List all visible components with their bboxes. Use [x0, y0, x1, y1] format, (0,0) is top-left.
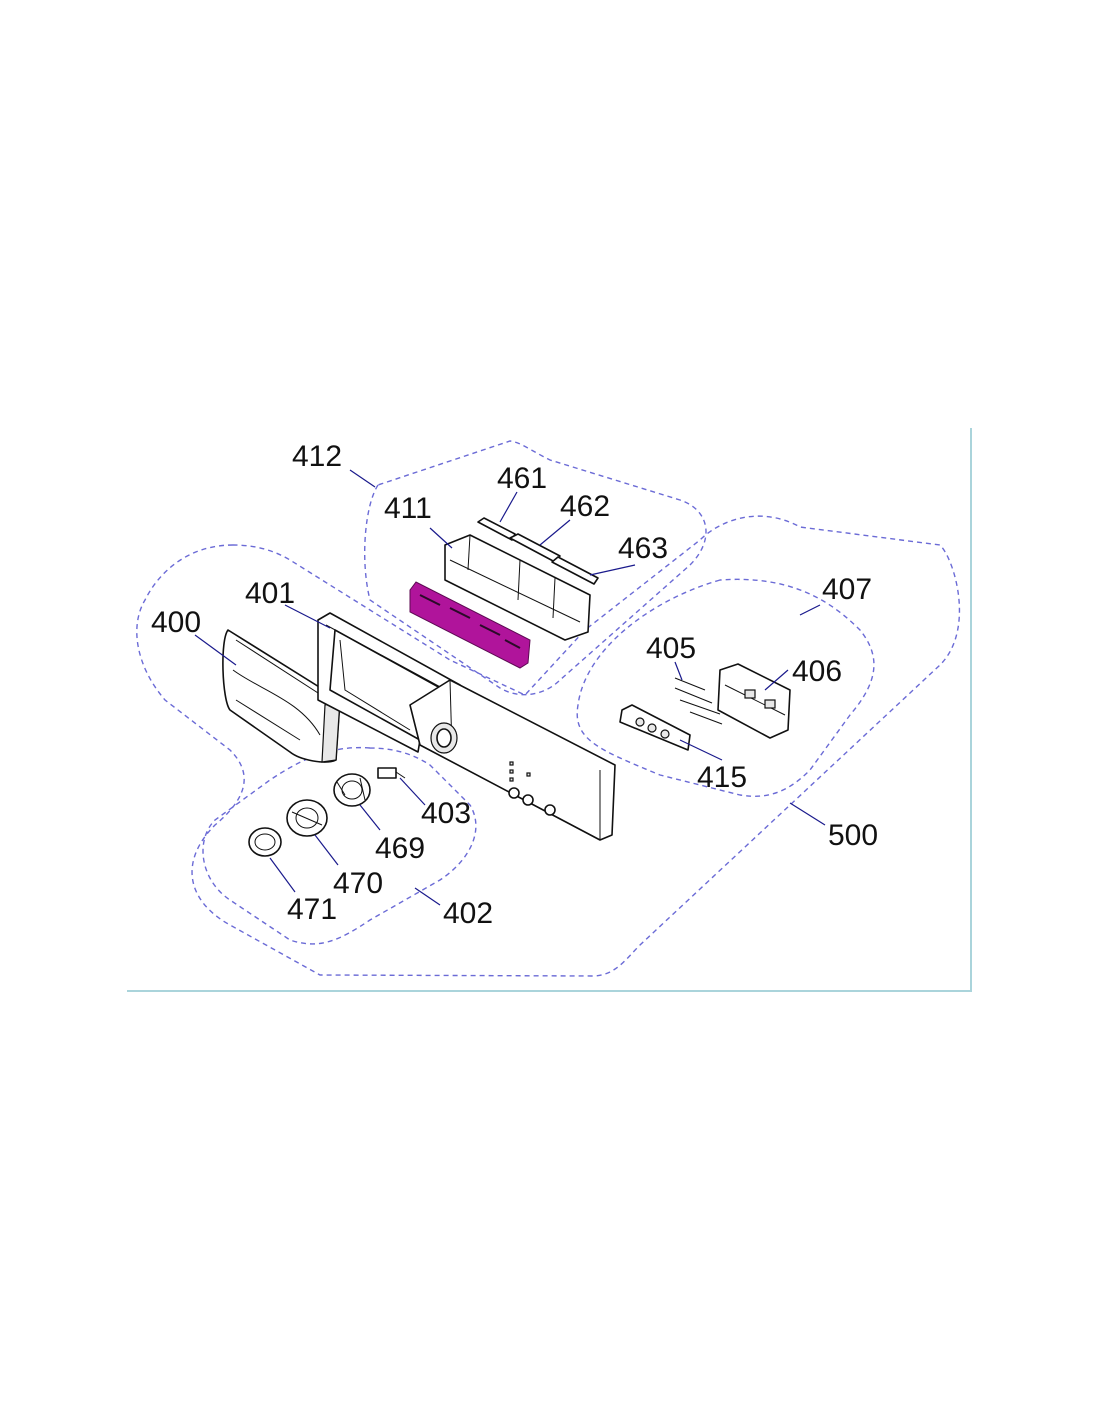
leader-line-463 [589, 564, 636, 576]
leader-line-470 [314, 834, 339, 866]
leader-line-415 [679, 739, 723, 761]
group-outline-412 [364, 440, 707, 696]
callout-403: 403 [421, 797, 471, 830]
leader-line-461 [499, 491, 518, 523]
callout-462: 462 [560, 490, 610, 523]
callout-463: 463 [618, 532, 668, 565]
leader-line-412 [349, 469, 376, 488]
part-401-control-panel-frame [317, 612, 463, 753]
group-outline-402 [202, 746, 477, 945]
callout-469: 469 [375, 832, 425, 865]
part-461-button-strip [477, 517, 516, 541]
part-405-light-pipes [674, 677, 723, 725]
part-463-button-strip [551, 556, 599, 585]
callout-405: 405 [646, 632, 696, 665]
callout-407: 407 [822, 573, 872, 606]
leader-line-401 [284, 604, 331, 629]
leader-line-411 [429, 527, 453, 549]
callout-415: 415 [697, 761, 747, 794]
leader-line-462 [539, 519, 571, 546]
callout-500: 500 [828, 819, 878, 852]
part-470-knob [286, 799, 328, 837]
callout-471: 471 [287, 893, 337, 926]
part-400-drawer-front [222, 629, 341, 763]
callout-411: 411 [384, 492, 432, 525]
part-406-knob-housing [717, 663, 791, 739]
part-469-knob-insert [333, 773, 371, 807]
leader-line-406 [764, 669, 789, 691]
callout-401: 401 [245, 577, 295, 610]
leader-line-403 [399, 777, 426, 806]
leader-line-405 [674, 661, 683, 681]
leader-line-402 [414, 887, 441, 906]
callout-461: 461 [497, 462, 547, 495]
callout-470: 470 [333, 867, 383, 900]
part-415-button-block [619, 704, 691, 751]
part-471-cap [248, 827, 282, 857]
group-outline-407 [576, 578, 875, 797]
part-411-bracket [444, 534, 591, 641]
leader-line-500 [789, 802, 826, 826]
leader-line-400 [194, 634, 237, 666]
callout-400: 400 [151, 606, 201, 639]
group-outline-500 [136, 515, 961, 977]
part-panel-body [409, 679, 616, 841]
callout-406: 406 [792, 655, 842, 688]
leader-line-469 [359, 804, 381, 831]
callout-412: 412 [292, 440, 342, 473]
part-403-shaft [377, 767, 406, 779]
part-462-button-strip [509, 533, 561, 563]
leader-line-471 [269, 857, 296, 893]
leader-line-407 [799, 604, 821, 616]
callout-402: 402 [443, 897, 493, 930]
part-pcb-board [409, 581, 531, 669]
